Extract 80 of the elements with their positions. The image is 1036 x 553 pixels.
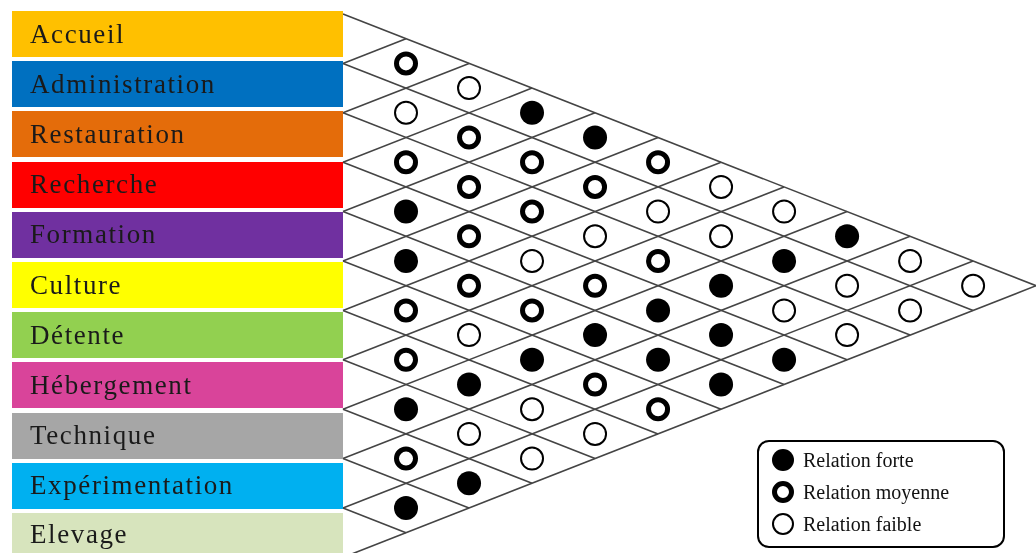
- medium-relation-ring: [394, 446, 418, 471]
- medium-relation-ring: [457, 273, 481, 298]
- category-label: Administration: [30, 68, 216, 100]
- category-label: Elevage: [30, 518, 129, 550]
- weak-relation-circle: [520, 446, 545, 471]
- medium-relation-ring: [520, 298, 545, 323]
- category-band: [12, 11, 343, 57]
- weak-relation-circle: [457, 76, 481, 101]
- category-label: Recherche: [30, 169, 159, 201]
- strong-relation-dot: [709, 323, 734, 348]
- medium-relation-ring: [520, 150, 545, 175]
- medium-relation-ring: [394, 51, 418, 76]
- category-band: [12, 262, 343, 308]
- weak-relation-circle: [835, 323, 860, 348]
- category-label: Restauration: [30, 118, 186, 150]
- weak-relation-circle: [835, 273, 860, 298]
- strong-relation-dot: [583, 323, 608, 348]
- category-band: [12, 111, 343, 158]
- weak-relation-circle: [457, 421, 481, 446]
- medium-relation-ring: [583, 372, 608, 397]
- category-band: [12, 412, 343, 459]
- category-label: Formation: [30, 219, 157, 251]
- legend-label: Relation moyenne: [803, 480, 950, 504]
- strong-relation-dot: [772, 347, 797, 372]
- legend-label: Relation faible: [803, 512, 922, 536]
- medium-relation-ring: [520, 199, 545, 224]
- medium-relation-ring: [583, 273, 608, 298]
- strong-relation-dot: [520, 100, 545, 125]
- category-band: [12, 312, 343, 359]
- weak-relation-circle: [772, 199, 797, 224]
- weak-relation-circle: [646, 199, 671, 224]
- weak-relation-circle: [772, 298, 797, 323]
- category-band: [12, 161, 343, 208]
- weak-relation-circle: [898, 298, 923, 323]
- strong-relation-dot: [835, 224, 860, 249]
- weak-relation-circle: [520, 249, 545, 273]
- strong-relation-dot: [772, 249, 797, 273]
- weak-relation-circle: [709, 174, 734, 199]
- strong-relation-dot: [394, 199, 418, 224]
- strong-relation-dot: [394, 397, 418, 422]
- category-label: Culture: [30, 269, 123, 301]
- category-band: [12, 211, 343, 258]
- medium-relation-ring: [394, 347, 418, 372]
- category-band: [12, 61, 343, 108]
- weak-relation-circle: [520, 397, 545, 422]
- medium-relation-ring: [394, 150, 418, 175]
- strong-relation-dot: [709, 273, 734, 298]
- category-label: Hébergement: [30, 369, 193, 401]
- category-band: [12, 513, 343, 553]
- strong-relation-dot: [457, 372, 481, 397]
- strong-relation-dot: [583, 125, 608, 150]
- category-band: [12, 362, 343, 409]
- weak-relation-circle: [898, 249, 923, 273]
- weak-relation-circle: [583, 224, 608, 249]
- category-label: Détente: [30, 319, 126, 351]
- strong-relation-dot: [520, 347, 545, 372]
- medium-relation-ring: [394, 298, 418, 323]
- strong-relation-dot: [457, 471, 481, 496]
- weak-relation-circle: [583, 421, 608, 446]
- strong-relation-dot: [646, 298, 671, 323]
- category-label: Accueil: [30, 18, 126, 50]
- medium-relation-ring: [583, 174, 608, 199]
- legend-label: Relation forte: [803, 448, 914, 472]
- weak-relation-circle: [394, 100, 418, 125]
- medium-relation-ring: [457, 125, 481, 150]
- strong-relation-dot: [709, 372, 734, 397]
- strong-relation-dot: [394, 249, 418, 273]
- category-label: Technique: [30, 420, 157, 452]
- weak-relation-circle: [709, 224, 734, 249]
- medium-relation-ring: [457, 174, 481, 199]
- weak-relation-circle: [961, 273, 986, 298]
- medium-relation-ring: [646, 397, 671, 422]
- medium-relation-ring: [457, 224, 481, 249]
- strong-relation-dot: [394, 496, 418, 520]
- category-label: Expérimentation: [30, 470, 234, 502]
- medium-relation-ring: [646, 150, 671, 175]
- medium-relation-ring: [646, 249, 671, 273]
- strong-relation-dot: [646, 347, 671, 372]
- category-band: [12, 462, 343, 509]
- weak-relation-circle: [457, 323, 481, 348]
